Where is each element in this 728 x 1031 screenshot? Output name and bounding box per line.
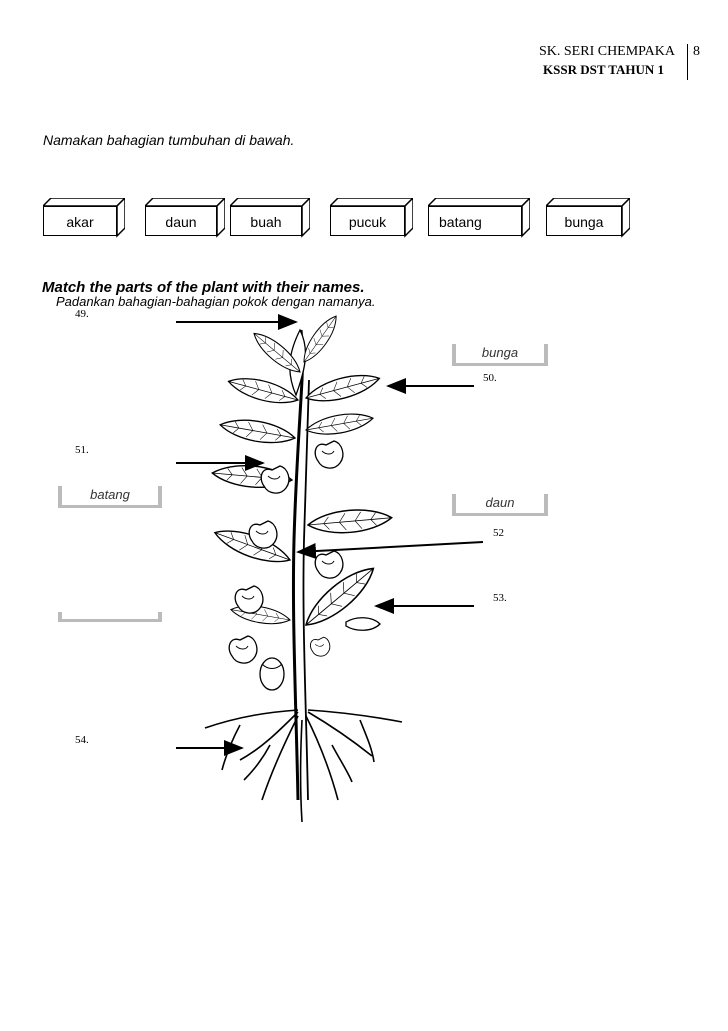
header-divider bbox=[687, 44, 688, 80]
label-text: daun bbox=[485, 495, 515, 510]
box-3d-shape bbox=[43, 198, 125, 238]
question-number-52: 52 bbox=[493, 527, 504, 539]
question-number-54: 54. bbox=[75, 734, 89, 746]
word-box-pucuk: pucuk bbox=[330, 198, 413, 238]
word-label: akar bbox=[43, 206, 117, 236]
word-label: pucuk bbox=[330, 206, 405, 236]
worksheet-title: Match the parts of the plant with their … bbox=[42, 279, 365, 296]
worksheet-heading: Match the parts of the plant with their … bbox=[42, 279, 375, 309]
class-level: KSSR DST TAHUN 1 bbox=[543, 62, 665, 77]
question-number-53: 53. bbox=[493, 592, 507, 604]
word-box-batang: batang bbox=[428, 198, 530, 238]
box-3d-shape bbox=[330, 198, 413, 238]
label-box-daun: daun bbox=[452, 494, 548, 516]
label-text: bunga bbox=[481, 345, 519, 360]
question-number-49: 49. bbox=[75, 308, 89, 320]
label-box-empty bbox=[58, 612, 162, 622]
word-box-daun: daun bbox=[145, 198, 225, 238]
arrow-52 bbox=[296, 541, 484, 560]
word-label: buah bbox=[230, 206, 302, 236]
box-3d-shape bbox=[230, 198, 310, 238]
word-label: bunga bbox=[546, 206, 622, 236]
question-number-50: 50. bbox=[483, 372, 497, 384]
label-box-batang: batang bbox=[58, 486, 162, 508]
word-box-bunga: bunga bbox=[546, 198, 630, 238]
word-box-akar: akar bbox=[43, 198, 125, 238]
page-header: SK. SERI CHEMPAKA KSSR DST TAHUN 1 8 bbox=[533, 44, 728, 84]
label-box-bunga: bunga bbox=[452, 344, 548, 366]
question-number-51: 51. bbox=[75, 444, 89, 456]
word-label: batang bbox=[428, 206, 522, 236]
label-text: batang bbox=[90, 487, 130, 502]
box-3d-shape bbox=[145, 198, 225, 238]
word-box-buah: buah bbox=[230, 198, 310, 238]
school-name: SK. SERI CHEMPAKA bbox=[539, 44, 676, 59]
instruction-text: Namakan bahagian tumbuhan di bawah. bbox=[43, 132, 295, 148]
page-number: 8 bbox=[693, 44, 700, 59]
word-label: daun bbox=[145, 206, 217, 236]
worksheet-subtitle: Padankan bahagian-bahagian pokok dengan … bbox=[56, 294, 376, 309]
